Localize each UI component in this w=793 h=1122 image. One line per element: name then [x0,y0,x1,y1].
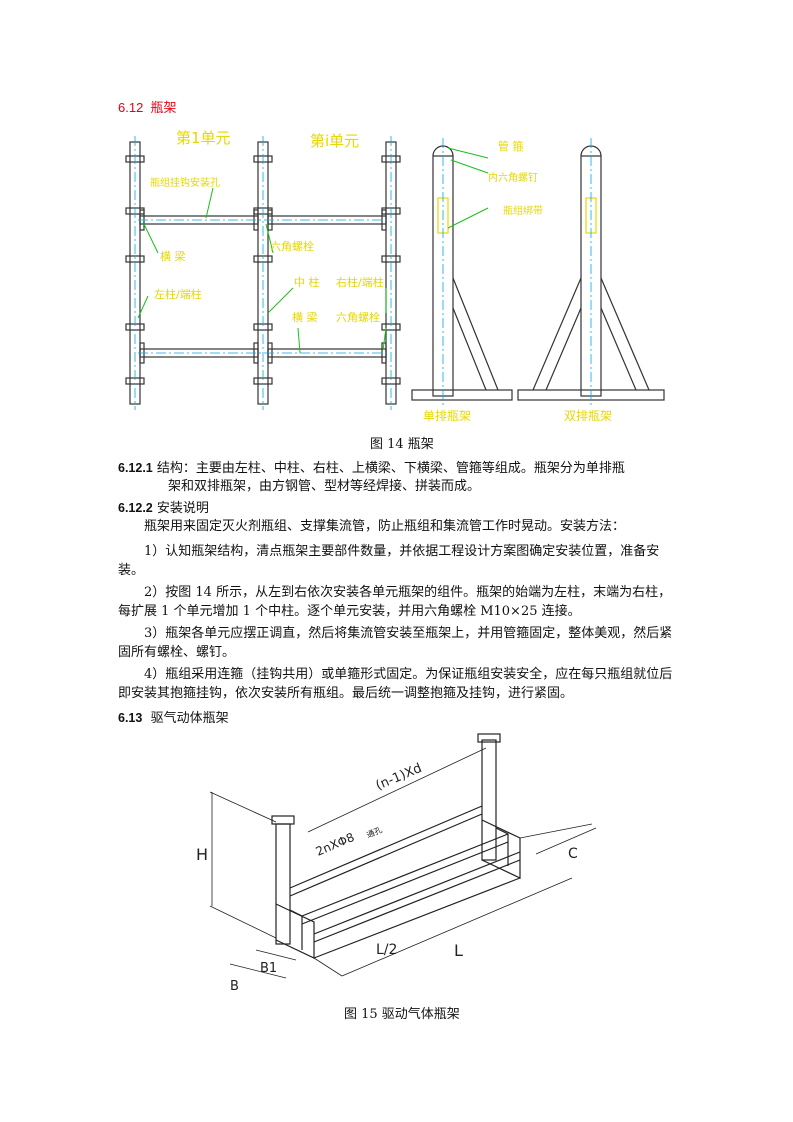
install-step-1: 1）认知瓶架结构，清点瓶架主要部件数量，并依据工程设计方案图确定安装位置，准备安… [118,544,660,578]
label-C: C [568,846,578,862]
label-double: 双排瓶架 [564,409,612,423]
paragraph-6-12-2-heading: 6.12.2 安装说明 [118,499,209,518]
section-title: 瓶架 [150,101,177,116]
section-heading-6-12: 6.12 瓶架 [118,97,177,116]
label-B1: B1 [260,961,277,976]
install-intro: 瓶架用来固定灭火剂瓶组、支撑集流管，防止瓶组和集流管工作时晃动。安装方法： [144,519,626,534]
label-holes: 2nXΦ8 [314,830,357,859]
label-hex-bolt1: 六角螺栓 [270,239,314,253]
label-pipe-clamp: 瓶组挂钩安装孔 [150,176,220,189]
leader-lines [137,147,489,354]
section-title: 驱气动体瓶架 [150,711,229,726]
figure-15-caption: 图 15 驱动气体瓶架 [344,1007,460,1022]
clause-number: 6.12.2 [118,501,153,515]
figure-14-caption: 图 14 瓶架 [370,437,434,452]
section-number: 6.13 [118,711,143,725]
label-right-col: 右柱/端柱 [336,275,384,289]
figure-labels: 第1单元 第i单元 瓶组挂钩安装孔 横 梁 六角螺栓 左柱/端柱 中 柱 右柱/… [150,129,612,423]
figure-15-labels: (n-1)Xd 2nXΦ8 通孔 H C L/2 L B1 B [196,761,578,994]
label-single: 单排瓶架 [423,409,471,423]
section-heading-6-13: 6.13 驱气动体瓶架 [118,709,229,728]
clause-title: 安装说明 [156,501,209,516]
install-step-4: 4）瓶组采用连箍（挂钩共用）或单箍形式固定。为保证瓶组安装安全，应在每只瓶组就位… [118,667,673,701]
paragraph-6-12-1: 6.12.1 结构：主要由左柱、中柱、右柱、上横梁、下横梁、管箍等组成。瓶架分为… [118,459,688,478]
clause-number: 6.12.1 [118,461,153,475]
install-step-3: 3）瓶架各单元应摆正调直，然后将集流管安装至瓶架上，并用管箍固定，整体美观，然后… [118,626,673,660]
label-uniti: 第i单元 [310,132,359,150]
label-holes-sub: 通孔 [365,824,384,839]
label-mid-col: 中 柱 [294,275,320,289]
figure-15-drawing: (n-1)Xd 2nXΦ8 通孔 H C L/2 L B1 B [196,733,597,994]
label-clamp-top: 管 箍 [498,139,524,153]
label-left-col: 左柱/端柱 [154,287,202,301]
label-L: L [454,941,463,960]
label-L2: L/2 [376,942,397,958]
label-beam1: 横 梁 [160,249,186,263]
centerlines [134,136,392,410]
figure-14-drawing: 第1单元 第i单元 瓶组挂钩安装孔 横 梁 六角螺栓 左柱/端柱 中 柱 右柱/… [125,129,665,423]
label-beam2: 横 梁 [292,310,318,324]
label-unit1: 第1单元 [176,129,231,147]
install-step-2: 2）按图 14 所示，从左到右依次安装各单元瓶架的组件。瓶架的始端为左柱，末端为… [118,585,672,619]
label-H: H [196,845,208,864]
clause-text-line1: 结构：主要由左柱、中柱、右柱、上横梁、下横梁、管箍等组成。瓶架分为单排瓶 [156,461,625,476]
paragraph-6-12-1-cont: 架和双排瓶架，由方钢管、型材等经焊接、拼装而成。 [168,479,481,494]
label-hex-bolt2: 六角螺栓 [336,310,380,324]
side-view-single [411,145,513,401]
section-number: 6.12 [118,100,144,115]
label-B: B [230,979,239,994]
label-strap: 瓶组绑带 [503,204,543,217]
label-hex-screw: 内六角螺钉 [488,171,538,184]
